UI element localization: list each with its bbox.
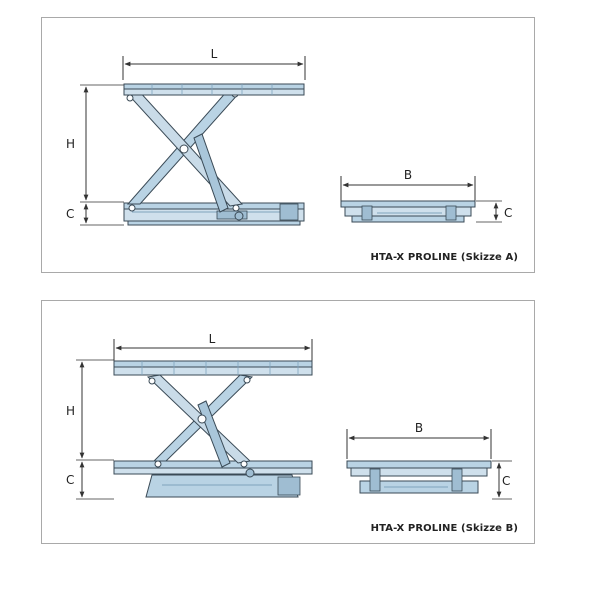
label-c-right: C: [504, 206, 512, 220]
label-b: B: [404, 168, 412, 182]
sketch-a-panel: L H C: [41, 17, 535, 273]
lift-table-front-view: [340, 200, 476, 223]
dimension-b: B: [346, 421, 492, 459]
lift-table-side-view: [113, 360, 313, 498]
sketch-a-drawing: L H C: [66, 47, 512, 226]
dimension-h: H: [66, 84, 124, 203]
dimension-l: L: [113, 332, 313, 363]
caption-sketch-b: HTA-X PROLINE (Skizze B): [370, 523, 518, 534]
sketch-b-panel: L H C: [41, 300, 535, 544]
lift-table-side-view: [123, 83, 305, 226]
label-l: L: [209, 332, 216, 346]
label-c: C: [66, 473, 74, 487]
sketch-b-drawing: L H C: [66, 332, 512, 500]
lift-table-front-view: [346, 460, 492, 494]
label-h: H: [66, 404, 75, 418]
dimension-h: H: [66, 359, 114, 461]
caption-sketch-a: HTA-X PROLINE (Skizze A): [370, 252, 518, 263]
dimension-l: L: [122, 47, 306, 80]
label-b: B: [415, 421, 423, 435]
dimension-c-right: C: [476, 200, 512, 223]
dimension-c-left: C: [66, 203, 124, 226]
label-c-right: C: [502, 474, 510, 488]
dimension-b: B: [340, 168, 476, 202]
dimension-c-right: C: [492, 460, 512, 500]
label-c: C: [66, 207, 74, 221]
dimension-c-left: C: [66, 461, 114, 500]
label-h: H: [66, 137, 75, 151]
label-l: L: [211, 47, 218, 61]
